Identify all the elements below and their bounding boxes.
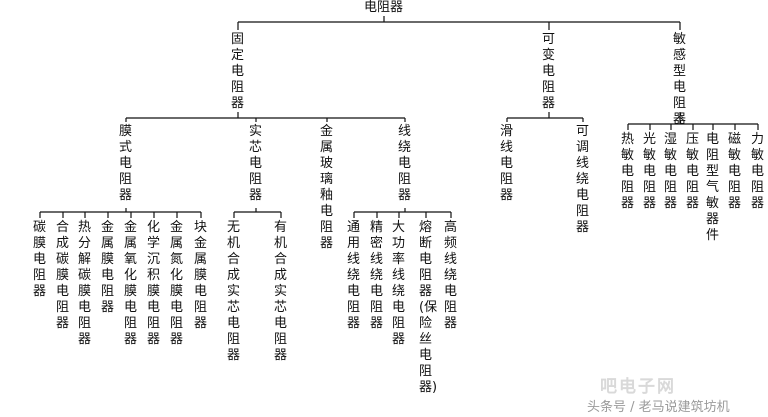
node-film: 膜式电阻器 xyxy=(119,124,133,203)
leaf-film-4: 金属氧化膜电阻器 xyxy=(124,220,138,347)
leaf-film-6: 金属氮化膜电阻器 xyxy=(170,220,184,347)
leaf-variable-1: 可调线绕电阻器 xyxy=(576,124,590,235)
node-glaze: 金属玻璃釉电阻器 xyxy=(320,124,334,251)
leaf-wire-2: 大功率线绕电阻器 xyxy=(392,220,406,347)
leaf-solid-1: 有机合成实芯电阻器 xyxy=(274,220,288,363)
leaf-wire-1: 精密线绕电阻器 xyxy=(370,220,384,331)
leaf-film-0: 碳膜电阻器 xyxy=(33,220,47,299)
leaf-film-5: 化学沉积膜电阻器 xyxy=(147,220,161,347)
leaf-solid-0: 无机合成实芯电阻器 xyxy=(227,220,241,363)
leaf-film-1: 合成碳膜电阻器 xyxy=(56,220,70,331)
leaf-variable-0: 滑线电阻器 xyxy=(500,124,514,203)
leaf-film-3: 金属膜电阻器 xyxy=(101,220,115,315)
leaf-wire-4: 高频线绕电阻器 xyxy=(444,220,458,331)
leaf-sensitive-0: 热敏电阻器 xyxy=(621,132,635,211)
leaf-sensitive-6: 力敏电阻器 xyxy=(751,132,765,211)
leaf-sensitive-4: 电阻型气敏器件 xyxy=(706,132,720,243)
root-node: 电阻器 xyxy=(364,0,404,15)
node-sensitive: 敏感型电阻器 xyxy=(673,32,687,127)
watermark-caption: 头条号 / 老马说建筑坊机 xyxy=(587,400,730,415)
leaf-wire-0: 通用线绕电阻器 xyxy=(347,220,361,331)
node-fixed: 固定电阻器 xyxy=(231,32,245,111)
leaf-sensitive-3: 压敏电阻器 xyxy=(686,132,700,211)
leaf-film-7: 块金属膜电阻器 xyxy=(194,220,208,331)
node-variable: 可变电阻器 xyxy=(542,32,556,111)
node-wire: 线绕电阻器 xyxy=(398,124,412,203)
leaf-sensitive-2: 湿敏电阻器 xyxy=(664,132,678,211)
node-solid: 实芯电阻器 xyxy=(249,124,263,203)
leaf-sensitive-1: 光敏电阻器 xyxy=(643,132,657,211)
watermark-logo: 吧电子网 xyxy=(600,377,676,397)
leaf-film-2: 热分解碳膜电阻器 xyxy=(78,220,92,347)
leaf-wire-3: 熔断电阻器(保险丝电阻器) xyxy=(419,220,438,395)
leaf-sensitive-5: 磁敏电阻器 xyxy=(728,132,742,211)
